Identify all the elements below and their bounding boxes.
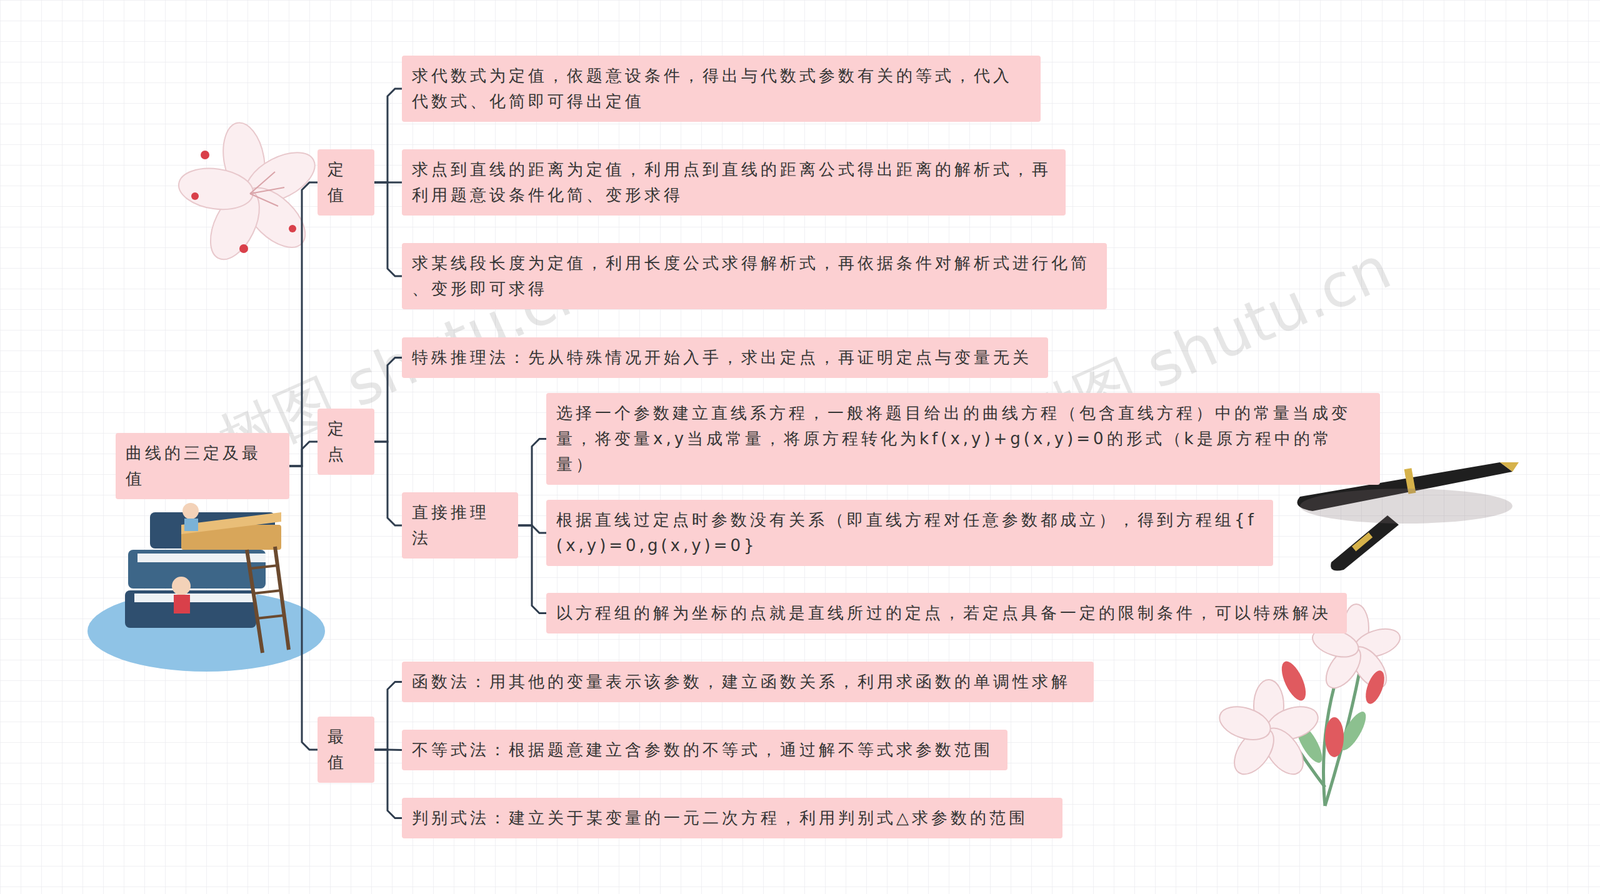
branch-connector <box>374 682 402 751</box>
branch-topic: 最值 <box>317 716 375 784</box>
sub-topic: 直接推理法 <box>401 492 519 559</box>
lily-bouquet <box>1215 604 1404 807</box>
branch-connector <box>289 182 318 467</box>
node-text: 求代数式为定值，依题意设条件，得出与代数式参数有关的等式，代入 代数式、化简即可… <box>411 63 1031 115</box>
node-text: 特殊推理法：先从特殊情况开始入手，求出定点，再证明定点与变量无关 <box>411 345 1039 371</box>
leaf-note: 求点到直线的距离为定值，利用点到直线的距离公式得出距离的解析式，再 利用题意设条… <box>401 149 1066 216</box>
branch-topic: 定点 <box>317 408 375 475</box>
root-topic: 曲线的三定及最值 <box>115 433 290 500</box>
leaf-note: 特殊推理法：先从特殊情况开始入手，求出定点，再证明定点与变量无关 <box>401 337 1049 379</box>
leaf-note: 判别式法：建立关于某变量的一元二次方程，利用判别式△求参数的范围 <box>401 798 1063 839</box>
branch-connector <box>374 182 402 277</box>
node-text: 直接推理法 <box>411 500 509 552</box>
node-text: 函数法：用其他的变量表示该参数，建立函数关系，利用求函数的单调性求解 <box>411 669 1084 695</box>
node-text: 不等式法：根据题意建立含参数的不等式，通过解不等式求参数范围 <box>411 737 998 764</box>
leaf-note: 根据直线过定点时参数没有关系（即直线方程对任意参数都成立），得到方程组{f (x… <box>546 500 1274 567</box>
node-text: 根据直线过定点时参数没有关系（即直线方程对任意参数都成立），得到方程组{f (x… <box>556 507 1264 559</box>
book-stack <box>87 503 325 672</box>
leaf-note: 以方程组的解为坐标的点就是直线所过的定点，若定点具备一定的限制条件，可以特殊解决 <box>546 593 1347 634</box>
branch-connector <box>374 358 402 443</box>
leaf-note: 选择一个参数建立直线系方程，一般将题目给出的曲线方程（包含直线方程）中的常量当成… <box>546 393 1380 485</box>
leaf-note: 不等式法：根据题意建立含参数的不等式，通过解不等式求参数范围 <box>401 730 1008 771</box>
branch-connector <box>374 441 402 526</box>
node-text: 判别式法：建立关于某变量的一元二次方程，利用判别式△求参数的范围 <box>411 805 1053 832</box>
branch-connector <box>289 466 318 750</box>
node-text: 求点到直线的距离为定值，利用点到直线的距离公式得出距离的解析式，再 利用题意设条… <box>411 156 1056 209</box>
branch-connector <box>518 439 547 527</box>
branch-connector <box>289 441 318 467</box>
branch-topic: 定值 <box>317 149 375 216</box>
node-text: 定点 <box>327 416 365 468</box>
node-text: 定值 <box>327 156 365 209</box>
leaf-note: 函数法：用其他的变量表示该参数，建立函数关系，利用求函数的单调性求解 <box>401 661 1094 703</box>
branch-connector <box>374 88 402 183</box>
leaf-note: 求代数式为定值，依题意设条件，得出与代数式参数有关的等式，代入 代数式、化简即可… <box>401 55 1041 122</box>
node-text: 以方程组的解为坐标的点就是直线所过的定点，若定点具备一定的限制条件，可以特殊解决 <box>556 600 1337 627</box>
node-text: 曲线的三定及最值 <box>125 440 280 492</box>
node-text: 求某线段长度为定值，利用长度公式求得解析式，再依据条件对解析式进行化简 、变形即… <box>411 250 1097 302</box>
node-text: 选择一个参数建立直线系方程，一般将题目给出的曲线方程（包含直线方程）中的常量当成… <box>556 400 1370 478</box>
leaf-note: 求某线段长度为定值，利用长度公式求得解析式，再依据条件对解析式进行化简 、变形即… <box>401 243 1107 310</box>
node-text: 最值 <box>327 724 365 776</box>
branch-connector <box>374 750 402 819</box>
branch-connector <box>518 525 547 614</box>
lily-flower <box>176 119 324 267</box>
